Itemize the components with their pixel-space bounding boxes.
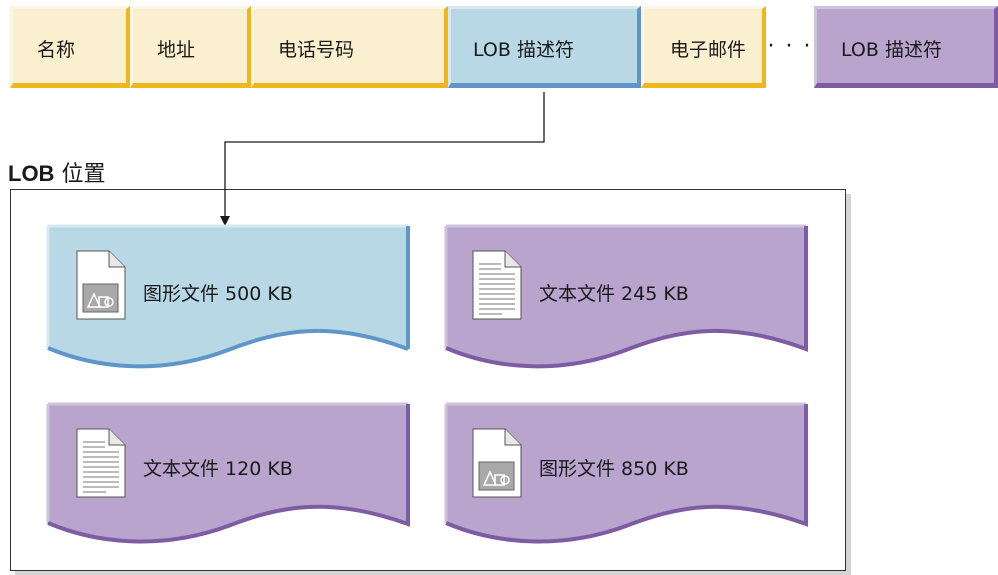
ellipsis: · · · xyxy=(767,34,813,59)
image-file-icon xyxy=(472,428,522,498)
field-lob-descriptor-last: LOB 描述符 xyxy=(814,6,998,88)
doc-label-1: 图形文件 500 KB xyxy=(143,283,293,305)
doc-shape-4 xyxy=(444,402,808,544)
field-email: 电子邮件 xyxy=(641,6,766,88)
doc-shape-3 xyxy=(46,402,410,544)
doc-shape-2 xyxy=(444,224,808,369)
connector-arrowhead xyxy=(220,216,230,226)
field-name: 名称 xyxy=(10,6,130,88)
doc-label-3: 文本文件 120 KB xyxy=(143,458,293,480)
lob-title-rest: 位置 xyxy=(54,162,106,187)
image-file-icon xyxy=(76,250,126,320)
field-phone: 电话号码 xyxy=(251,6,448,88)
doc-label-4: 图形文件 850 KB xyxy=(539,458,689,480)
doc-label-2: 文本文件 245 KB xyxy=(539,283,689,305)
doc-shape-1 xyxy=(46,224,410,369)
text-file-icon xyxy=(76,428,126,498)
text-file-icon xyxy=(472,250,522,320)
connector-line xyxy=(224,92,545,222)
field-lob-descriptor: LOB 描述符 xyxy=(448,6,641,88)
lob-title-bold: LOB xyxy=(8,161,55,186)
lob-location-title: LOB 位置 xyxy=(8,160,105,189)
field-address: 地址 xyxy=(130,6,251,88)
